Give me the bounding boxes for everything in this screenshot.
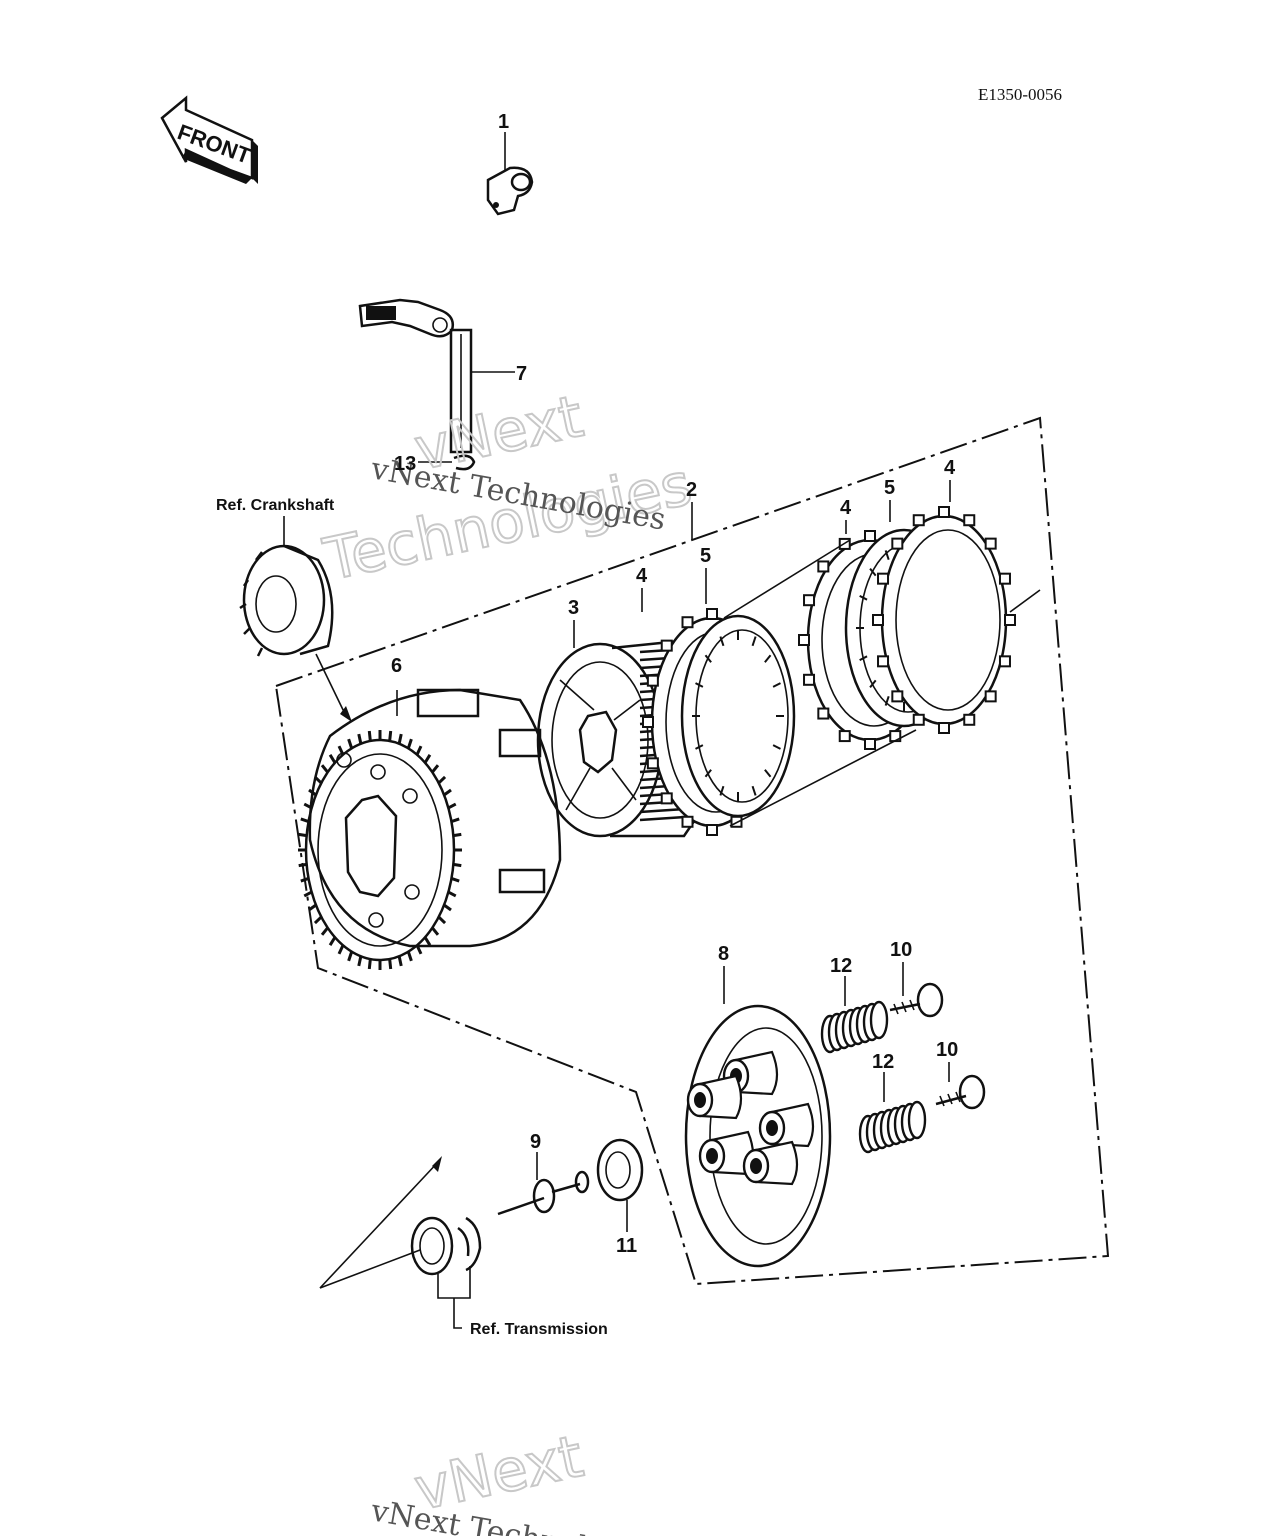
part-10-bolt-upper <box>889 962 944 1018</box>
callout-12-upper: 12 <box>830 955 852 977</box>
callout-6: 6 <box>391 655 402 677</box>
callout-4-left: 4 <box>636 565 648 587</box>
callout-7: 7 <box>516 363 527 385</box>
callout-11: 11 <box>616 1235 637 1257</box>
transmission-ref-washers <box>319 1156 482 1329</box>
callout-5-left: 5 <box>700 545 711 567</box>
callout-9: 9 <box>530 1131 541 1153</box>
callout-10-lower: 10 <box>936 1039 958 1061</box>
callout-8: 8 <box>718 943 729 965</box>
part-9-pushrod <box>497 1152 590 1216</box>
callout-4-mid: 4 <box>840 497 852 519</box>
part-12-spring-lower <box>858 1100 927 1154</box>
part-11-bearing <box>596 1138 644 1232</box>
callout-2: 2 <box>686 479 697 501</box>
callout-5-right: 5 <box>884 477 895 499</box>
part-13-circlip <box>418 454 476 471</box>
ref-crankshaft-label: Ref. Crankshaft <box>216 497 335 514</box>
part-1-bracket <box>486 132 534 216</box>
callout-10-upper: 10 <box>890 939 912 961</box>
clutch-plates <box>642 506 1041 836</box>
callout-3: 3 <box>568 597 579 619</box>
front-arrow-icon: FRONT <box>160 95 258 184</box>
callout-4-right: 4 <box>944 457 956 479</box>
part-6-clutch-housing <box>298 688 562 970</box>
part-10-bolt-lower <box>935 1062 986 1110</box>
part-8-pressure-plate <box>684 966 832 1268</box>
part-12-spring-upper <box>820 1000 889 1054</box>
part-7-release-lever <box>358 298 515 454</box>
drawing-code: E1350-0056 <box>978 85 1062 104</box>
ref-transmission-label: Ref. Transmission <box>470 1321 608 1338</box>
callout-13: 13 <box>394 453 416 475</box>
callout-12-lower: 12 <box>872 1051 894 1073</box>
assembly-frame <box>274 416 1110 1286</box>
callout-1: 1 <box>498 111 509 133</box>
